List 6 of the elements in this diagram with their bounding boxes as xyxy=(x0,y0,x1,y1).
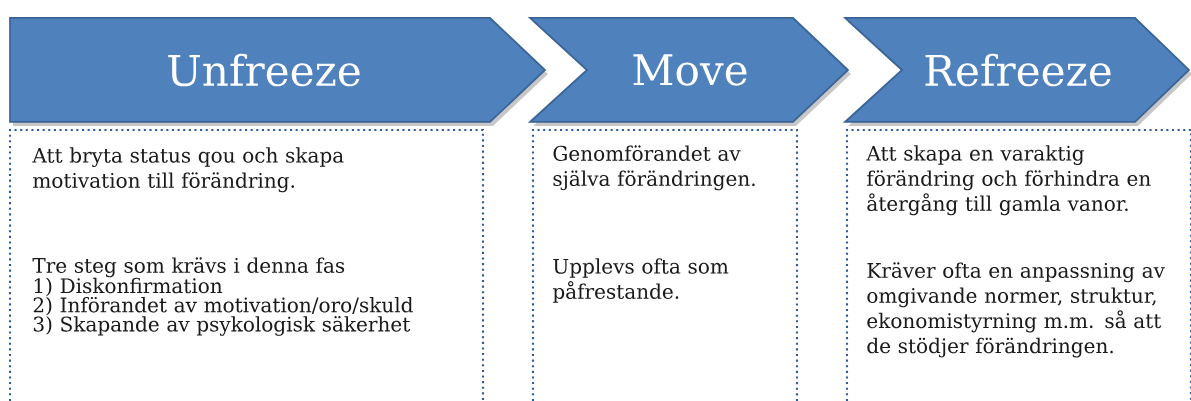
text-panel: Genomförandet av själva förändringen. Upplevs ofta som påfrestande. xyxy=(531,128,799,401)
text-panel: Att bryta status qou och skapa motivation till förändring. Tre steg som krävs i denna fas 1) Diskonfirmation 2) Införandet av motivation/oro/skuld 3) Skapande av psykologisk säkerhet xyxy=(8,128,485,401)
phase-header: Refreeze xyxy=(842,17,1191,126)
phase-header: Unfreeze xyxy=(9,17,548,126)
text-panel: Att skapa en varaktig förändring och förhindra en återgång till gamla vanor. Kräver ofta en anpassning av omgivande normer, struktur, ekonomistyrning m.m. så att de stödjer förändringen. xyxy=(845,128,1191,401)
phase-header: Move xyxy=(527,17,851,126)
